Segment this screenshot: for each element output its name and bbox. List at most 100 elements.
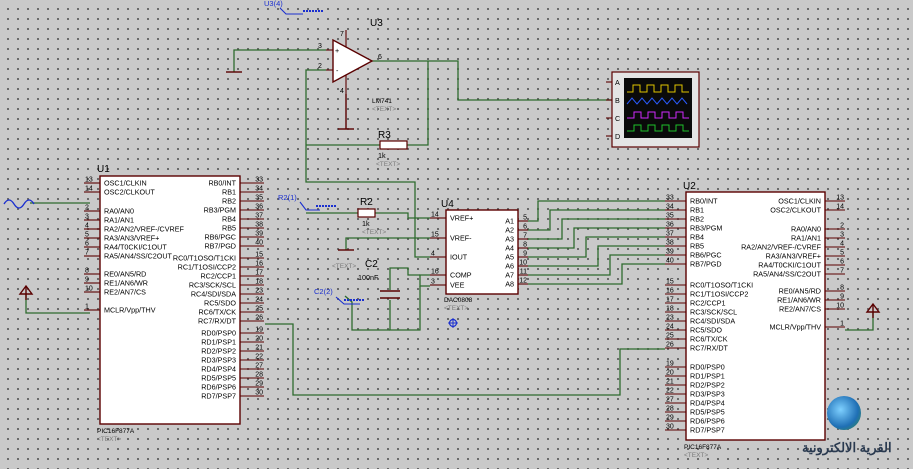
u2-pin-27-number: 27 <box>666 397 674 404</box>
u2-pin-3-number: 3 <box>840 232 844 239</box>
oscilloscope-screen <box>624 78 692 138</box>
u2-pin-1-label: MCLR/Vpp/THV <box>769 323 821 332</box>
u3-body[interactable] <box>332 38 374 84</box>
u3-pin-6: 6 <box>378 54 382 61</box>
u1-pin-24-number: 24 <box>255 297 263 304</box>
u1-pin-3-number: 3 <box>85 214 89 221</box>
u1-pin-17-number: 17 <box>255 270 263 277</box>
u4-pin-14-label: VREF+ <box>450 214 473 223</box>
u1-body[interactable] <box>99 175 241 425</box>
u2-pin-8-number: 8 <box>840 285 844 292</box>
u1-pin-40-label: RB7/PGD <box>204 242 236 251</box>
u4-pin-5-label: A1 <box>505 217 514 226</box>
u1-pin-26-number: 26 <box>255 315 263 322</box>
wire-u1-mclr <box>25 294 90 314</box>
u1-pin-30-label: RD7/PSP7 <box>201 392 236 401</box>
u1-pin-36-label: RB3/PGM <box>204 206 236 215</box>
c2-text: <TEXT> <box>332 263 356 270</box>
scope-input-A-label: A <box>615 78 620 87</box>
u4-text: <TEXT> <box>444 305 468 312</box>
r2-ref: R2 <box>360 197 373 208</box>
u2-pin-40-number: 40 <box>666 258 674 265</box>
u2-pin-20-number: 20 <box>666 370 674 377</box>
u1-pin-14-number: 14 <box>85 186 93 193</box>
signal-generator-icon[interactable] <box>3 199 35 209</box>
u4-pin-10-label: A6 <box>505 262 514 271</box>
wire-r2-vref <box>375 212 430 219</box>
probe-u3[interactable]: U3(4) <box>264 0 323 15</box>
u1-pin-38-label: RB5 <box>222 224 236 233</box>
u1-pin-27-number: 27 <box>255 363 263 370</box>
wire-u2-mclr <box>845 312 874 331</box>
u2-pin-23-number: 23 <box>666 315 674 322</box>
u2-pin-7-number: 7 <box>840 268 844 275</box>
u1-pin-22-label: RD3/PSP3 <box>201 356 236 365</box>
u2-pin-22-label: RD3/PSP3 <box>690 390 725 399</box>
u4-pin-4-label: IOUT <box>450 253 468 262</box>
u3-pin-2: 2 <box>318 63 322 70</box>
u2-pin-9-label: RE1/AN6/WR <box>777 296 821 305</box>
resistor-r2[interactable]: R2 1k <TEXT> <box>357 197 386 236</box>
u4-body[interactable] <box>445 209 519 295</box>
u1-pin-5-label: RA3/AN3/VREF+ <box>104 234 159 243</box>
wire-c2-bottom <box>389 286 421 331</box>
u2-pin-18-label: RC3/SCK/SCL <box>690 308 737 317</box>
resistor-r3[interactable]: R3 1k <TEXT> <box>376 130 408 168</box>
u1-pin-20-label: RD1/PSP1 <box>201 338 236 347</box>
u3-opamp[interactable]: + - 3 2 6 7 4 U3 LM741 <TEXT> <box>318 18 396 113</box>
u1-pin-1-label: MCLR/Vpp/THV <box>104 306 156 315</box>
u1-pin-4-number: 4 <box>85 223 89 230</box>
u2-pin-1-number: 1 <box>840 321 844 328</box>
watermark-text: القرية الالكترونية <box>802 440 892 455</box>
u2-pin-35-number: 35 <box>666 213 674 220</box>
u2-text: <TEXT> <box>684 452 708 459</box>
u2-pin-36-number: 36 <box>666 222 674 229</box>
c2-value: 100nF <box>358 273 379 282</box>
u1-pin-24-label: RC5/SDO <box>204 299 236 308</box>
probe-r2[interactable]: R2(1) <box>278 193 336 211</box>
u1-pin-18-label: RC3/SCK/SCL <box>189 281 236 290</box>
u1-mclr-terminal[interactable] <box>18 284 34 300</box>
u2-pin-2-number: 2 <box>840 223 844 230</box>
crosshair-marker <box>448 318 458 328</box>
u4-pin-16-label: COMP <box>450 271 472 280</box>
scope-input-B-label: B <box>615 96 620 105</box>
u2-pin-13-label: OSC1/CLKIN <box>778 197 821 206</box>
u1-text: <TEXT> <box>97 436 121 443</box>
u1-pin-21-number: 21 <box>255 345 263 352</box>
r2-body[interactable] <box>357 208 376 218</box>
u2-pin-3-label: RA1/AN1 <box>791 234 821 243</box>
u4-pin-14-number: 14 <box>431 212 439 219</box>
u3-text: <TEXT> <box>372 106 396 113</box>
r3-text: <TEXT> <box>376 161 400 168</box>
u2-pin-7-label: RA5/AN4/SS/C2OUT <box>753 270 822 279</box>
u1-ref: U1 <box>97 164 110 175</box>
probe-c2[interactable]: C2(2) <box>314 287 364 305</box>
u1-pin-10-number: 10 <box>85 286 93 293</box>
r3-body[interactable] <box>379 140 408 150</box>
u4-ref: U4 <box>441 199 454 210</box>
u1-pin-25-label: RC6/TX/CK <box>198 308 236 317</box>
u4-pin-6-label: A2 <box>505 226 514 235</box>
u4-pin-15-number: 15 <box>431 232 439 239</box>
r3-ref: R3 <box>378 130 391 141</box>
u1-pin-2-number: 2 <box>85 205 89 212</box>
wire-bus-a8 <box>528 263 665 285</box>
scope-trace-c <box>627 111 689 119</box>
u2-mclr-terminal[interactable] <box>865 302 881 318</box>
u2-pin-20-label: RD1/PSP1 <box>690 372 725 381</box>
u3-part: LM741 <box>372 98 392 105</box>
u2-body[interactable] <box>685 191 826 441</box>
u4-pin-3-label: VEE <box>450 281 465 290</box>
scope-input-D-label: D <box>615 132 620 141</box>
r2-value: 1k <box>362 219 370 228</box>
capacitor-c2[interactable]: C2 100nF <TEXT> <box>332 259 400 299</box>
u4-pin-12-label: A8 <box>505 280 514 289</box>
wire-r3-right <box>407 61 429 146</box>
u4-pin-3-number: 3 <box>431 279 435 286</box>
u2-pin-39-number: 39 <box>666 249 674 256</box>
